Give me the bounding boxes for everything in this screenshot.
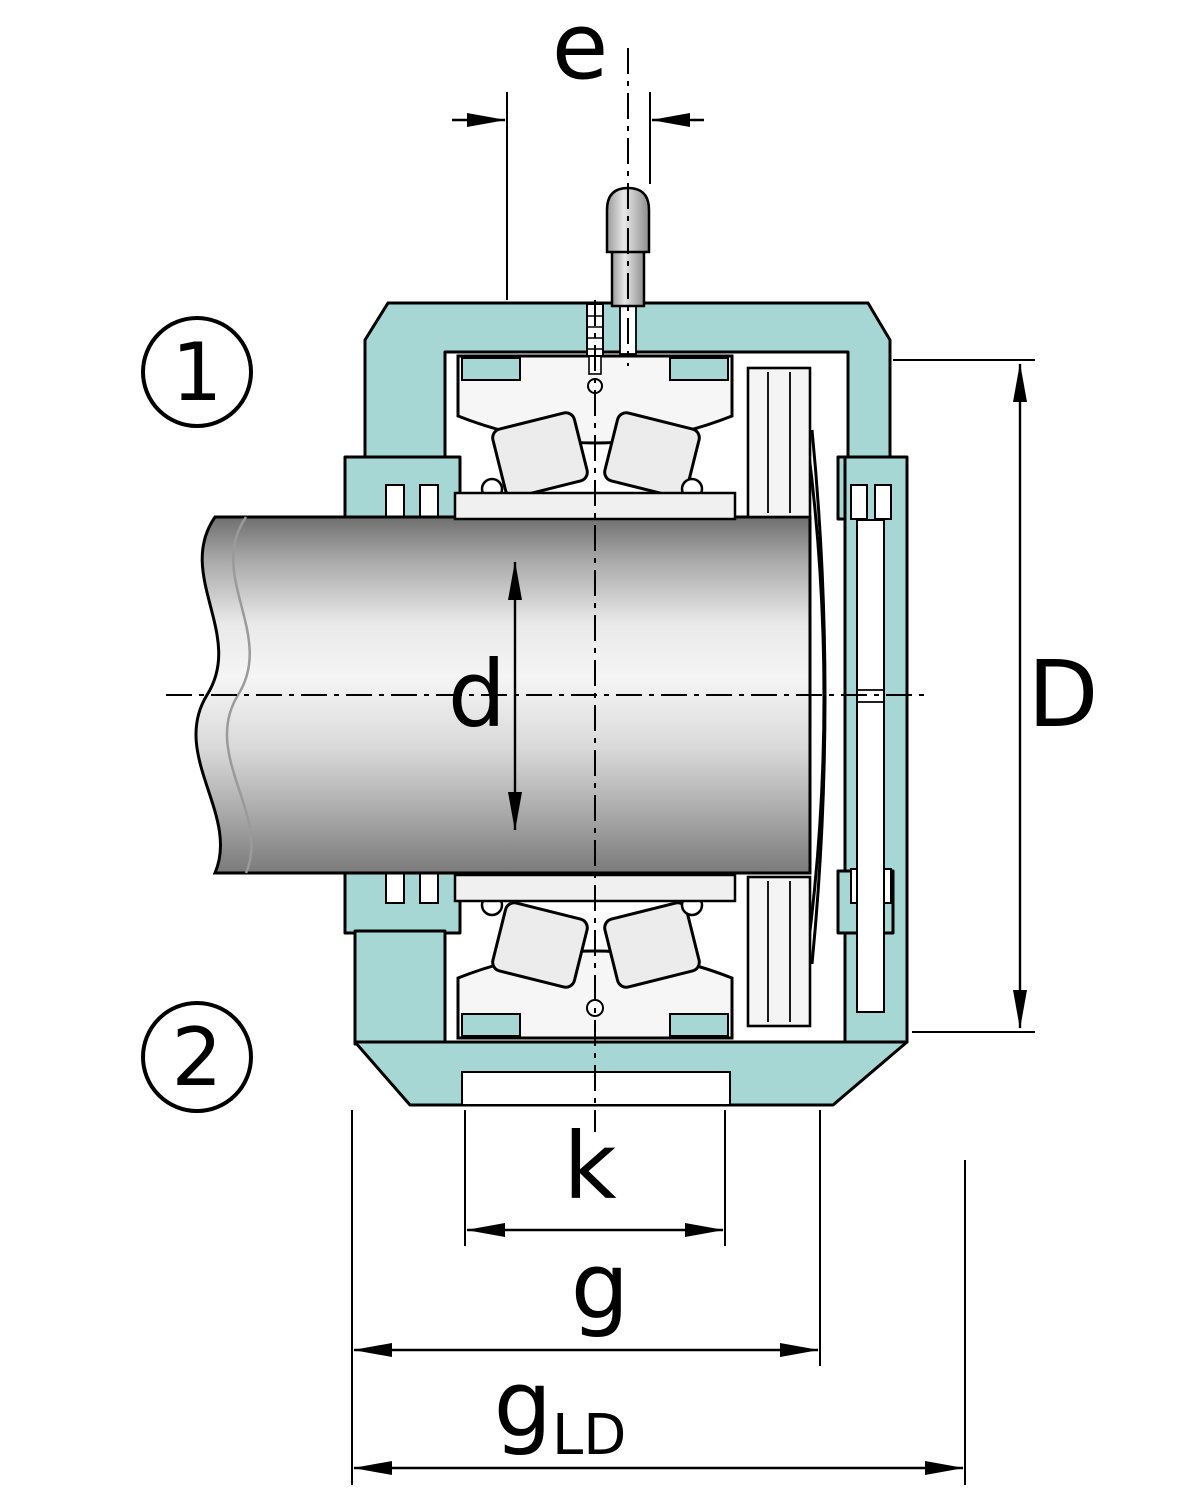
dimension-e: e	[452, 0, 704, 300]
callout-1: 1	[141, 316, 253, 428]
roller-upper-left	[491, 411, 589, 499]
shaft-break-line	[225, 516, 253, 874]
bearing-upper	[453, 354, 812, 521]
callout-1-number: 1	[172, 326, 223, 419]
labyrinth-notch	[419, 484, 439, 520]
dim-label-g-ld: gLD	[494, 1351, 627, 1468]
dim-label-d: d	[448, 641, 506, 748]
dim-label-D: D	[1028, 641, 1099, 748]
dimension-g: g	[351, 1110, 821, 1485]
labyrinth-notch	[850, 484, 868, 520]
roller-lower-left	[491, 901, 589, 989]
ring-stabilizer	[669, 357, 729, 381]
ring-stabilizer	[461, 357, 521, 381]
callout-1-circle	[141, 316, 253, 428]
centerlines	[166, 48, 930, 1132]
ring-stabilizer	[461, 1013, 521, 1037]
dimension-d: d	[448, 561, 522, 831]
right-wall-slot-details	[857, 689, 884, 703]
sleeve-lock-nut-lower	[746, 875, 812, 1028]
bearing-lower	[453, 873, 812, 1040]
dimension-D: D	[893, 359, 1099, 1033]
callout-2-number: 2	[172, 1011, 223, 1104]
dim-label-g: g	[571, 1233, 629, 1340]
dim-label-g-ld-main: g	[494, 1351, 552, 1458]
housing-base-left-flank	[353, 929, 447, 1046]
dim-label-k: k	[563, 1113, 617, 1220]
ring-stabilizer	[669, 1013, 729, 1037]
dim-label-g-ld-sub: LD	[552, 1403, 626, 1468]
roller-upper-right	[603, 411, 701, 499]
labyrinth-notch	[874, 484, 892, 520]
roller-lower-right	[603, 901, 701, 989]
callout-2-circle	[141, 1001, 253, 1113]
right-wall-slot	[856, 519, 885, 1013]
dim-label-e: e	[552, 0, 609, 100]
sleeve-lock-nut-upper	[746, 366, 812, 519]
callout-2: 2	[141, 1001, 253, 1113]
dimension-k: k	[464, 1110, 726, 1246]
labyrinth-notch	[385, 484, 405, 520]
dimension-g-ld: gLD	[353, 1160, 966, 1485]
